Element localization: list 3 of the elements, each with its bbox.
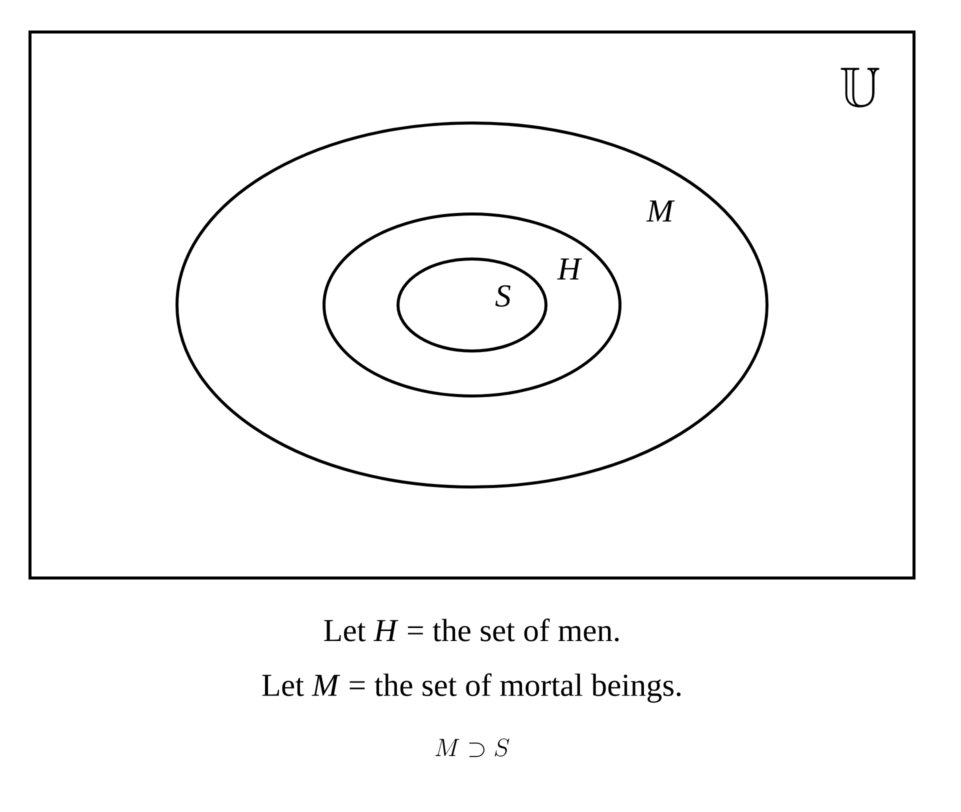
caption-line: Let H = the set of men. <box>324 618 619 642</box>
caption-line: $M \supset S$ <box>435 738 510 757</box>
caption-line: Let M = the set of mortal beings. <box>262 673 681 703</box>
